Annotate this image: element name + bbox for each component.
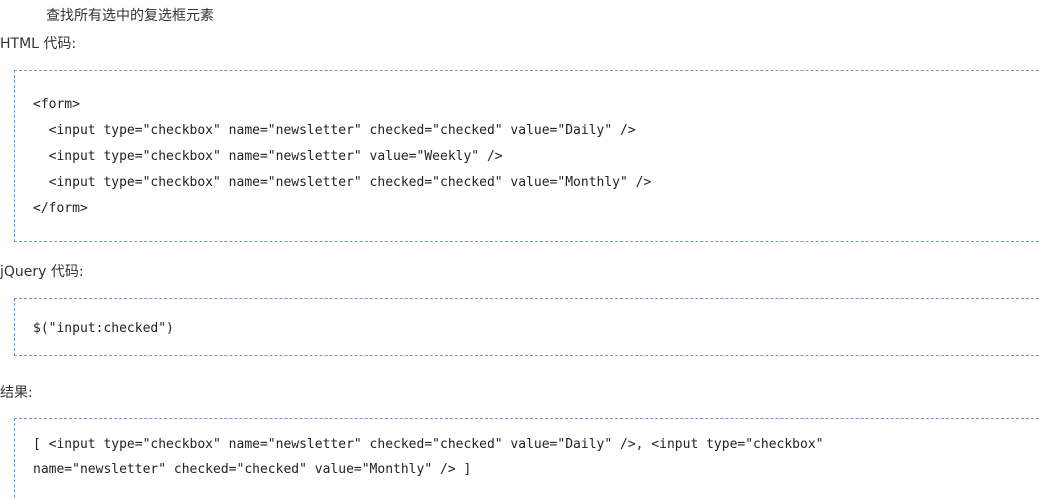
- jquery-code-label: jQuery 代码:: [0, 264, 84, 280]
- result-line: [ <input type="checkbox" name="newslette…: [33, 437, 824, 452]
- code-line: </form>: [33, 201, 88, 216]
- result-line: name="newsletter" checked="checked" valu…: [33, 462, 472, 477]
- code-line: <input type="checkbox" name="newsletter"…: [33, 123, 636, 138]
- html-code-block: <form> <input type="checkbox" name="news…: [14, 70, 1041, 242]
- code-line: <form>: [33, 97, 80, 112]
- code-line: $("input:checked"): [33, 321, 174, 336]
- html-code-label: HTML 代码:: [0, 36, 77, 52]
- result-code-block: [ <input type="checkbox" name="newslette…: [14, 418, 1041, 498]
- method-description: 查找所有选中的复选框元素: [46, 8, 214, 24]
- code-line: <input type="checkbox" name="newsletter"…: [33, 149, 503, 164]
- jquery-code-block: $("input:checked"): [14, 298, 1041, 356]
- result-label: 结果:: [0, 385, 33, 401]
- code-line: <input type="checkbox" name="newsletter"…: [33, 175, 652, 190]
